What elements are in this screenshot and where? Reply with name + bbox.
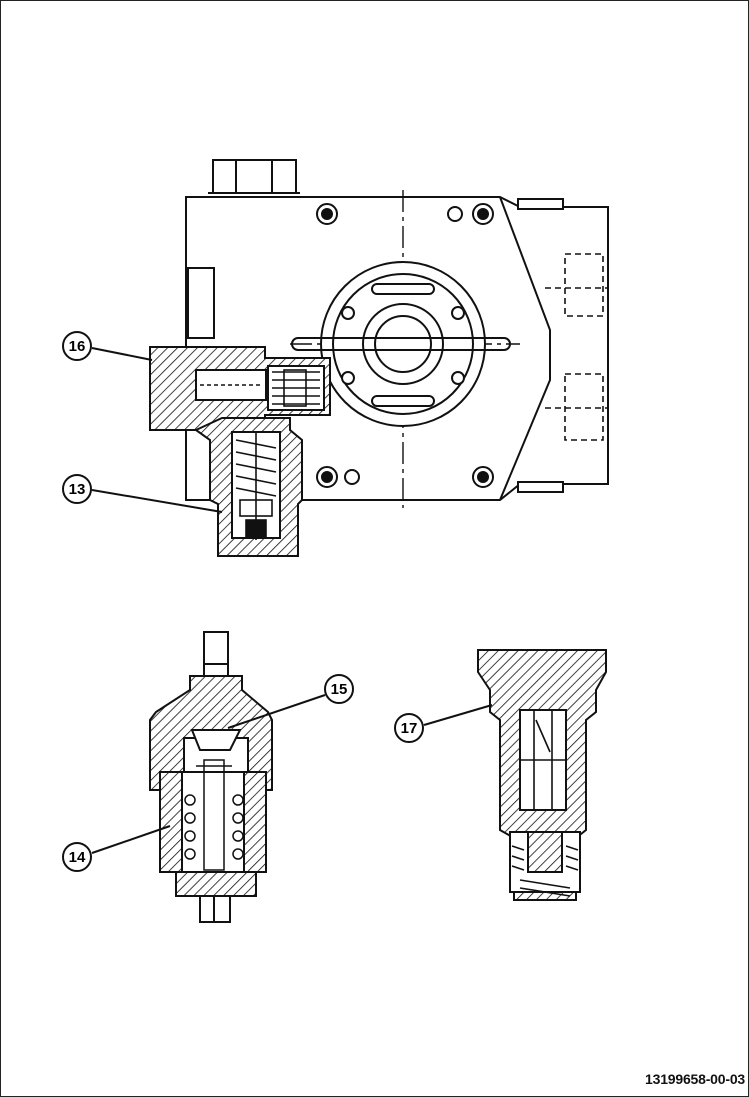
valve-block-16	[149, 346, 331, 431]
callout-14-label: 14	[69, 849, 86, 866]
callout-14: 14	[62, 825, 171, 872]
callout-13: 13	[62, 474, 223, 513]
relief-valve-13	[194, 417, 303, 557]
figure-reference-number: 13199658-00-03	[645, 1071, 745, 1087]
callout-17-label: 17	[401, 720, 418, 737]
valve-cartridge-14	[149, 631, 273, 923]
callout-15-label: 15	[331, 681, 348, 698]
callout-16-label: 16	[69, 338, 86, 355]
cartridge-17	[477, 649, 607, 901]
hex-nut	[212, 159, 297, 194]
callout-15: 15	[227, 674, 354, 729]
callout-13-label: 13	[69, 481, 86, 498]
callout-17: 17	[394, 704, 493, 743]
callout-16: 16	[62, 331, 153, 361]
